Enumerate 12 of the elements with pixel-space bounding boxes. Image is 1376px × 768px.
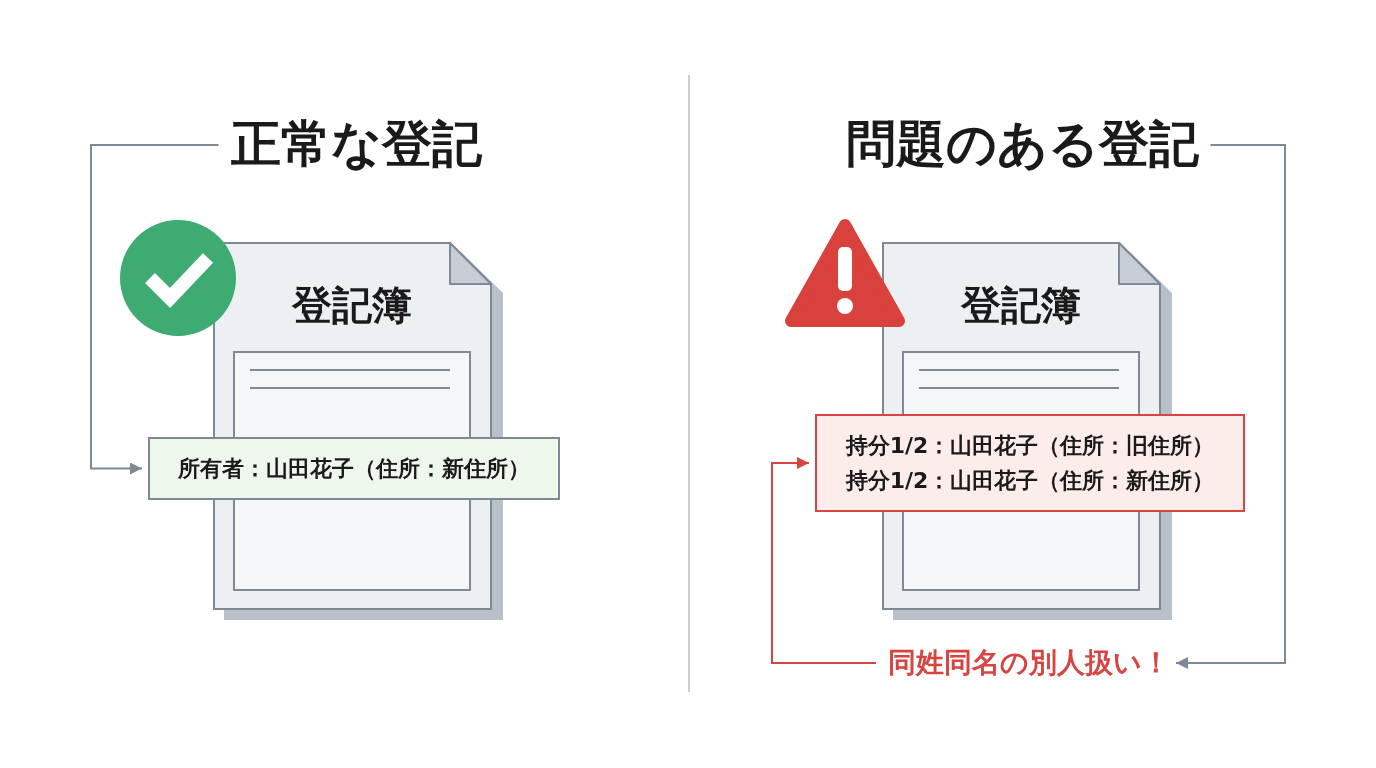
- record-line: 持分1/2：山田花子（住所：旧住所）: [845, 431, 1215, 460]
- document-title: 登記簿: [292, 282, 412, 328]
- connector-arrow: [1175, 144, 1286, 669]
- section-heading: 問題のある登記: [845, 116, 1199, 174]
- section-heading: 正常な登記: [230, 116, 482, 174]
- warning-note: 同姓同名の別人扱い！: [888, 646, 1170, 680]
- record-line: 持分1/2：山田花子（住所：新住所）: [845, 467, 1215, 495]
- document-title: 登記簿: [961, 282, 1081, 328]
- record-panel: 所有者：山田花子（住所：新住所）: [148, 437, 560, 500]
- connector-arrow: [771, 457, 877, 664]
- record-panel: [815, 414, 1245, 512]
- connector-arrow: [90, 144, 220, 475]
